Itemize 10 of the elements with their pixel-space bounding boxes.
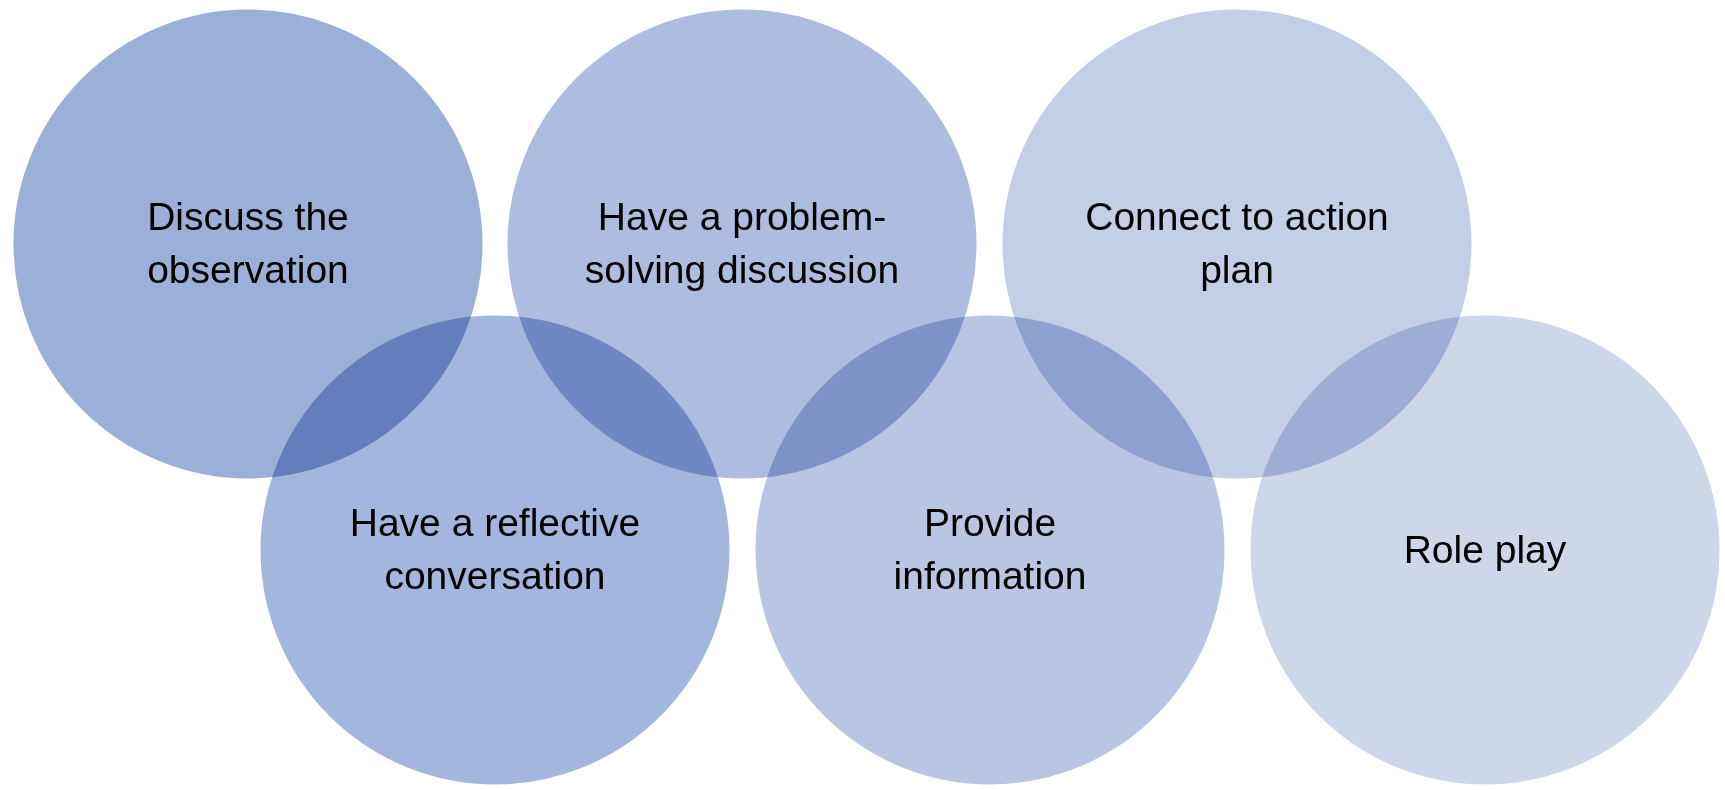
circle-label: Role play	[1403, 526, 1567, 573]
circle-label: Connect to action plan	[1084, 194, 1390, 293]
circle	[11, 7, 485, 481]
circle	[753, 313, 1227, 787]
circle-label: Discuss the observation	[146, 194, 350, 293]
circle	[1248, 313, 1722, 787]
circle	[258, 313, 732, 787]
circle-label: Provide information	[892, 500, 1088, 599]
circle-label: Have a reflective conversation	[348, 500, 642, 599]
circle-label: Have a problem-solving discussion	[583, 194, 901, 293]
